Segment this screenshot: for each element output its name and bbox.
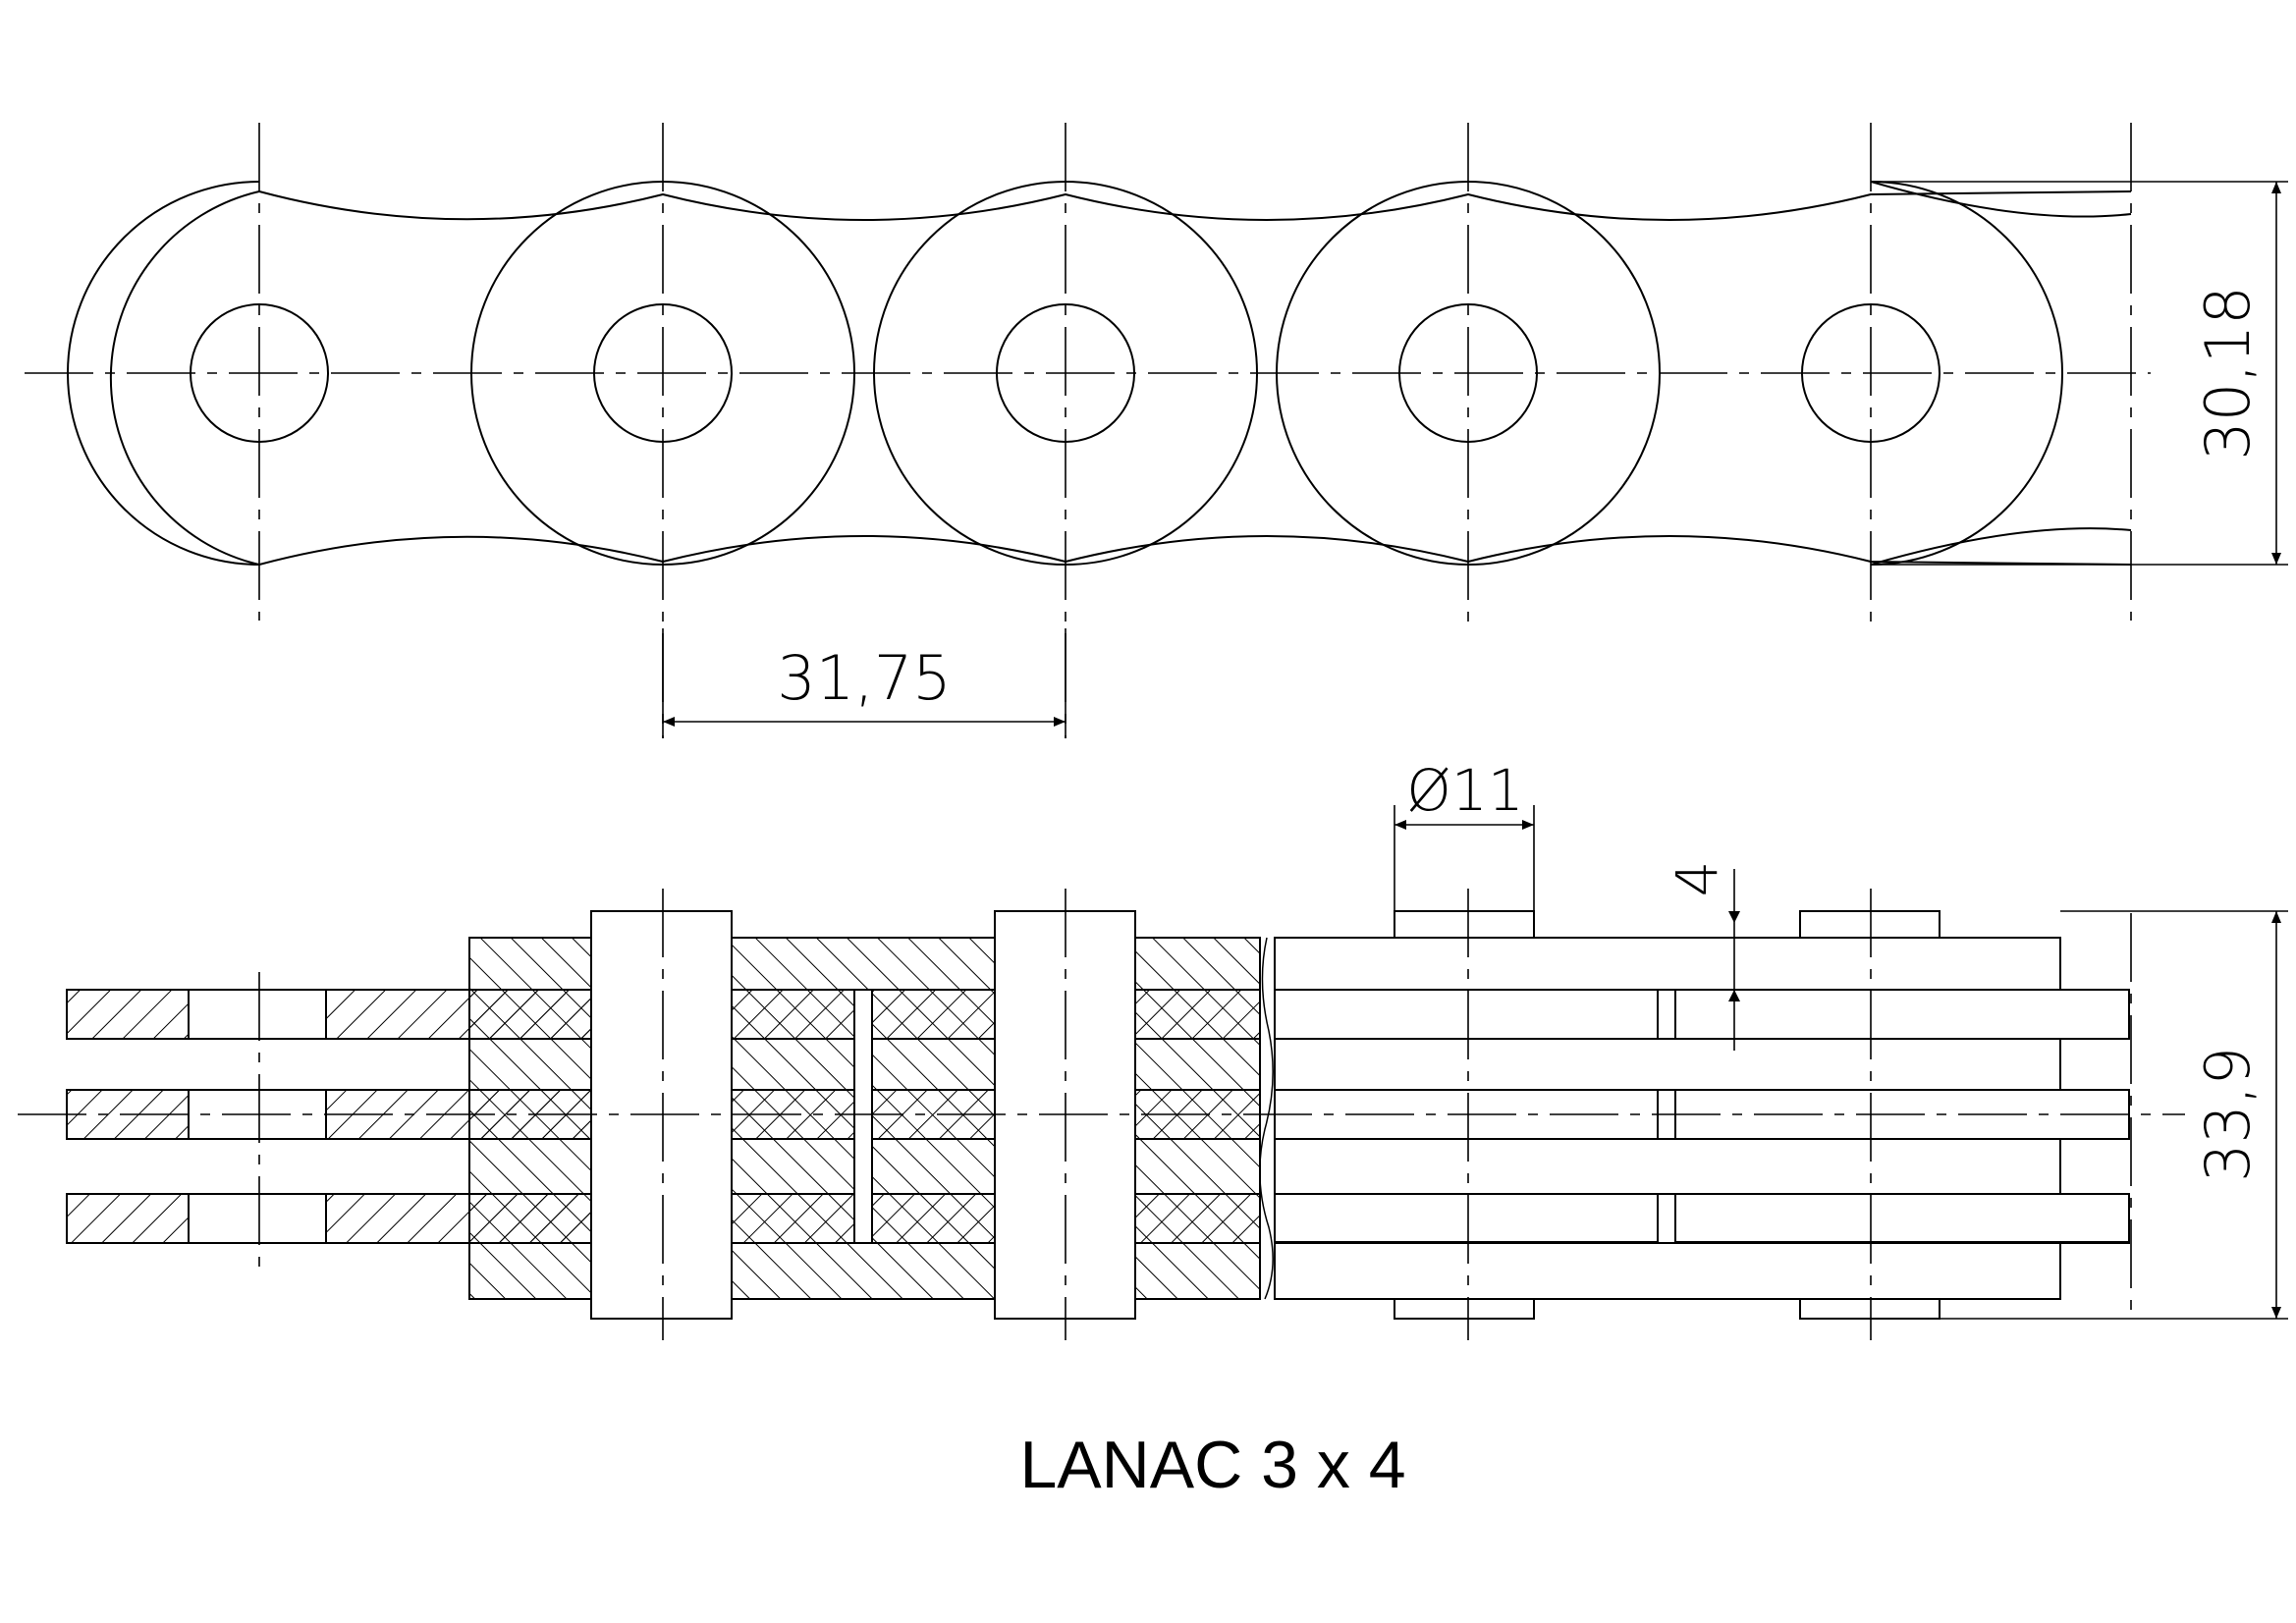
pin-diameter-label: Ø11: [1406, 757, 1523, 824]
right-plate-curve: [1870, 181, 2132, 566]
plate-height-dimension: 30,18: [1871, 181, 2288, 566]
bushing-gap: [1657, 989, 1676, 1040]
pin-head: [1394, 1298, 1535, 1320]
drawing-title: LANAC 3 x 4: [1019, 1428, 1405, 1502]
pitch-label: 31,75: [777, 642, 952, 714]
strand-plate: [1274, 1193, 2130, 1244]
total-width-dimension: 33,9: [1940, 910, 2288, 1320]
pin-head: [1799, 910, 1941, 939]
plate-thickness-label: 4: [1664, 861, 1730, 897]
roller-gap: [188, 989, 327, 1040]
chain-section-view: Ø11 4 33,9: [18, 757, 2288, 1340]
roller-gap: [188, 1193, 327, 1244]
bushing-gap: [1657, 1193, 1676, 1244]
plate-height-label: 30,18: [2192, 286, 2264, 460]
pin-head: [1394, 910, 1535, 939]
pitch-dimension: 31,75: [662, 628, 1066, 738]
total-width-label: 33,9: [2192, 1047, 2264, 1182]
bushing-gap: [853, 989, 873, 1244]
break-line: [1259, 937, 1274, 1300]
pin-diameter-dimension: Ø11: [1394, 757, 1535, 911]
pin-head: [1799, 1298, 1941, 1320]
strand-plate: [1274, 989, 2130, 1040]
plate-thickness-dimension: 4: [1664, 861, 1740, 1051]
chain-link-outline: [109, 190, 2132, 567]
chain-side-view: 30,18 31,75: [25, 123, 2288, 738]
